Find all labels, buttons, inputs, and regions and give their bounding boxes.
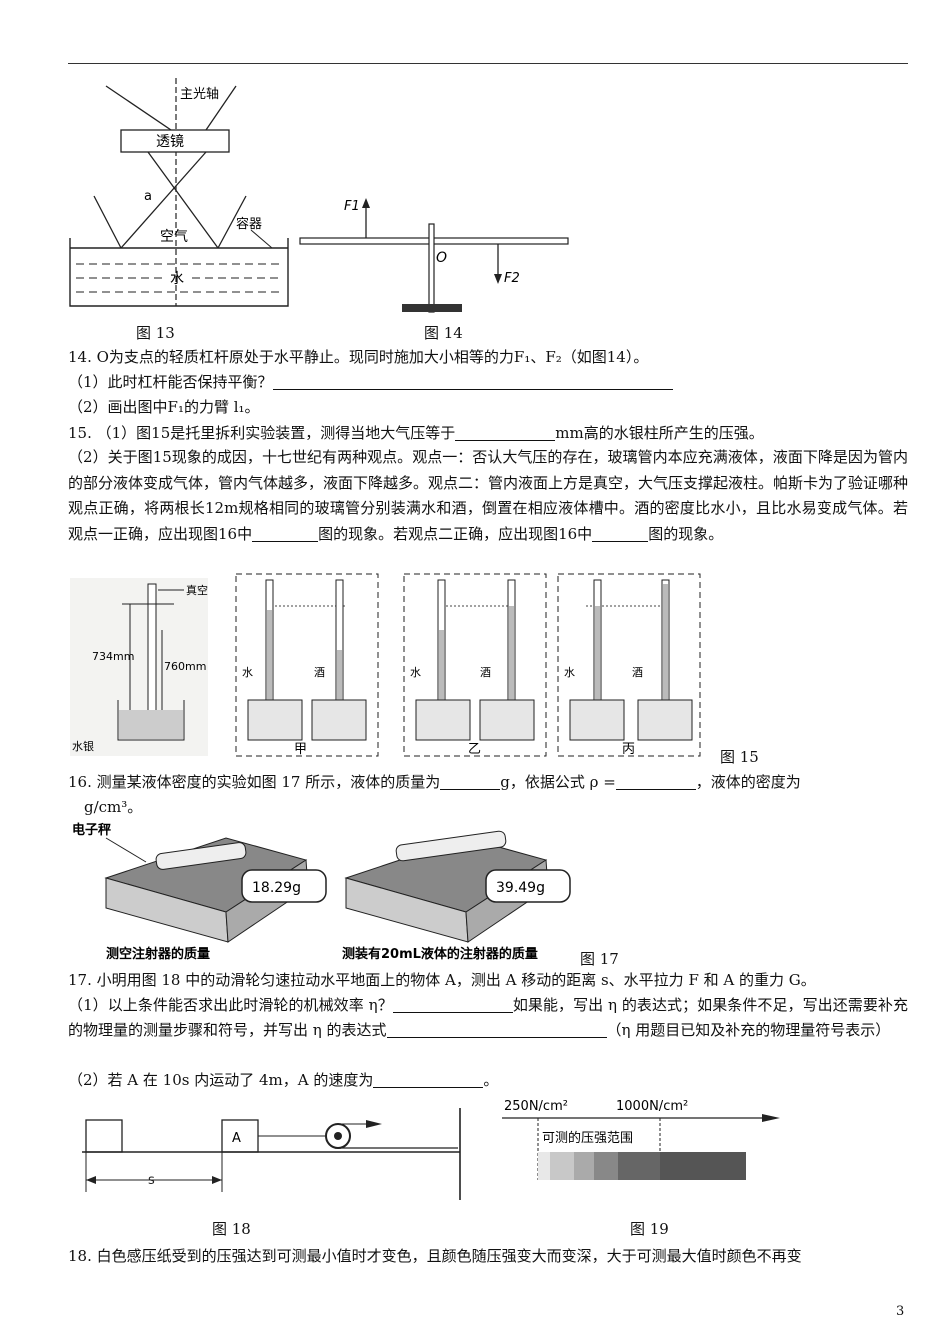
answer-blank[interactable] — [440, 773, 501, 790]
panel-bing: 丙 — [622, 742, 635, 757]
top-rule — [68, 63, 908, 64]
fig18-caption: 图 18 — [212, 1220, 251, 1238]
vacuum-label: 真空 — [186, 583, 208, 597]
f1-label: F1 — [344, 199, 360, 214]
low-pressure-label: 250N/cm² — [504, 1099, 568, 1114]
container-label: 容器 — [236, 216, 262, 232]
answer-blank[interactable] — [392, 996, 513, 1013]
f2-label: F2 — [504, 271, 520, 286]
pivot-label: O — [436, 250, 447, 266]
water-label: 水 — [410, 666, 421, 679]
answer-blank[interactable] — [373, 1071, 484, 1088]
q16-line2: g/cm³。 — [84, 798, 143, 816]
ray-label: a — [144, 189, 152, 204]
q14-stem: 14. O为支点的轻质杠杆原处于水平静止。现同时施加大小相等的力F₁、F₂（如图… — [68, 348, 649, 366]
distance-label: s — [148, 1173, 155, 1188]
q17-part2: （2）若 A 在 10s 内运动了 4m，A 的速度为。 — [68, 1071, 499, 1089]
figure-19: 250N/cm² 1000N/cm² 可测的压强范围 — [502, 1099, 780, 1180]
answer-blank[interactable] — [455, 424, 556, 441]
lens-label: 透镜 — [156, 134, 184, 150]
panel-yi: 乙 — [468, 742, 481, 757]
water-label: 水 — [170, 271, 184, 287]
q14-part1: （1）此时杠杆能否保持平衡？ — [68, 370, 908, 395]
q14-part2: （2）画出图中F₁的力臂 l₁。 — [68, 398, 260, 416]
q18-text: 18. 白色感压纸受到的压强达到可测最小值时才变色，且颜色随压强变大而变深，大于… — [68, 1247, 802, 1265]
axis-label: 主光轴 — [180, 87, 219, 102]
water-label: 水 — [564, 666, 575, 679]
height-760: 760mm — [164, 660, 206, 673]
q15-part2: （2）关于图15现象的成因，十七世纪有两种观点。观点一：否认大气压的存在，玻璃管… — [68, 448, 909, 543]
label-filled: 测装有20mL液体的注射器的质量 — [342, 946, 538, 962]
fig13-caption: 图 13 — [136, 324, 175, 342]
fig19-caption: 图 19 — [630, 1220, 669, 1238]
answer-blank[interactable] — [615, 773, 696, 790]
range-label: 可测的压强范围 — [542, 1130, 633, 1146]
panel-jia: 甲 — [294, 742, 307, 757]
fig15-caption: 图 15 — [720, 748, 759, 766]
fig14-caption: 图 14 — [424, 324, 463, 342]
answer-blank[interactable] — [592, 525, 649, 542]
figure-14: F1 O F2 — [299, 198, 569, 313]
high-pressure-label: 1000N/cm² — [616, 1099, 688, 1114]
mercury-label: 水银 — [72, 739, 94, 753]
page-number: 3 — [896, 1304, 905, 1319]
answer-blank[interactable] — [386, 1021, 607, 1038]
fig17-caption: 图 17 — [580, 950, 619, 968]
label-empty: 测空注射器的质量 — [106, 946, 210, 962]
wine-label: 酒 — [632, 666, 643, 679]
q17-part1: （1）以上条件能否求出此时滑轮的机械效率 η？如果能，写出 η 的表达式；如果条… — [68, 996, 908, 1039]
q17-stem: 17. 小明用图 18 中的动滑轮匀速拉动水平地面上的物体 A，测出 A 移动的… — [68, 971, 816, 989]
figure-18: A s — [82, 1108, 461, 1200]
answer-blank[interactable] — [252, 525, 319, 542]
height-734: 734mm — [92, 650, 134, 663]
wine-label: 酒 — [314, 666, 325, 679]
answer-blank[interactable] — [272, 373, 673, 390]
reading-1: 18.29g — [252, 880, 301, 896]
figure-17: 电子秤 18.29g 测空注射器的质量 39.49g 测装有20mL液体的注射器… — [72, 822, 571, 962]
wine-label: 酒 — [480, 666, 491, 679]
reading-2: 39.49g — [496, 880, 545, 896]
figure-13: 透镜 主光轴 a 空气 容器 水 — [69, 78, 289, 307]
block-label: A — [232, 1131, 241, 1146]
air-label: 空气 — [160, 229, 188, 245]
water-label: 水 — [242, 666, 253, 679]
scale-label: 电子秤 — [72, 822, 111, 838]
figure-15: 真空 734mm 760mm 水银 水 酒 水 酒 水 酒 甲 乙 丙 — [70, 573, 701, 757]
